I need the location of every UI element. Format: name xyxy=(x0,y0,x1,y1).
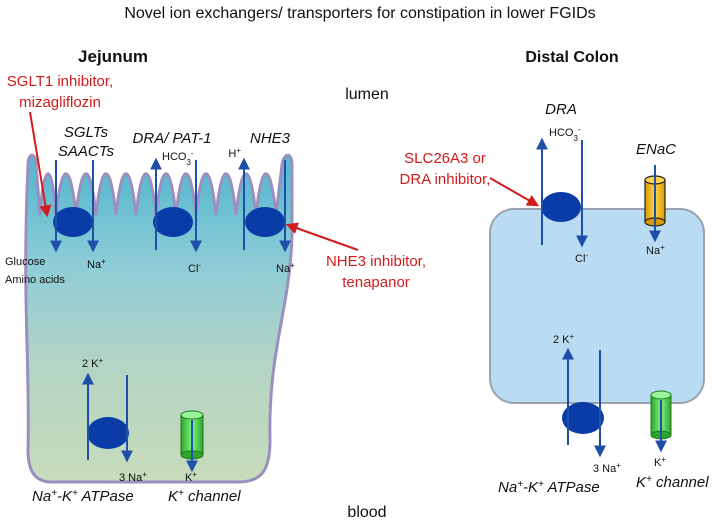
nhe3-transporter xyxy=(245,207,285,237)
2k-ion-colon: 2 K+ xyxy=(553,332,575,347)
figure-title: Novel ion exchangers/ transporters for c… xyxy=(124,5,595,22)
na-k-atpase-colon xyxy=(562,402,604,434)
na-k-atpase-jejunum xyxy=(87,417,129,449)
nhe3-inhibitor-line1: NHE3 inhibitor, xyxy=(326,253,426,270)
sglt-transporter xyxy=(53,207,93,237)
k-channel-label-jejunum: K+ channel xyxy=(168,488,241,506)
sglt1-inhibitor-line2: mizagliflozin xyxy=(19,94,101,111)
dra-label-colon: DRA xyxy=(545,101,577,118)
na-k-atpase-label-jejunum: Na+-K+ ATPase xyxy=(32,488,134,506)
3na-ion-colon: 3 Na+ xyxy=(593,461,621,476)
hco3-ion-jejunum: HCO3- xyxy=(162,149,194,167)
nhe3-inhibitor-arrow xyxy=(285,222,359,251)
na-k-atpase-label-colon: Na+-K+ ATPase xyxy=(498,479,600,497)
saacts-label: SAACTs xyxy=(58,143,115,160)
3na-ion-jejunum: 3 Na+ xyxy=(119,470,147,485)
amino-acids-ion: Amino acids xyxy=(5,274,65,286)
blood-label: blood xyxy=(347,504,386,521)
enac-label: ENaC xyxy=(636,141,676,158)
na-ion-jejunum-2: Na+ xyxy=(276,261,295,276)
nhe3-inhibitor-line2: tenapanor xyxy=(342,274,410,291)
cl-ion-colon: Cl- xyxy=(575,251,588,266)
jejunum-cell xyxy=(24,153,294,484)
nhe3-label: NHE3 xyxy=(250,130,291,147)
dra-inhibitor-line2: DRA inhibitor, xyxy=(400,171,491,188)
k-channel-label-colon: K+ channel xyxy=(636,474,709,492)
dra-inhibitor-line1: SLC26A3 or xyxy=(404,150,486,167)
dra-pat1-transporter xyxy=(153,207,193,237)
h-ion: H+ xyxy=(228,146,241,161)
k-ion-colon: K+ xyxy=(654,455,666,470)
dra-transporter-colon xyxy=(541,192,581,222)
cl-ion-jejunum: Cl- xyxy=(188,261,201,276)
sglts-label: SGLTs xyxy=(64,124,109,141)
sglt1-inhibitor-arrow xyxy=(29,111,52,218)
dra-pat1-label: DRA/ PAT-1 xyxy=(133,130,212,147)
hco3-ion-colon: HCO3- xyxy=(549,125,581,143)
lumen-label: lumen xyxy=(345,86,389,103)
dra-inhibitor-arrow xyxy=(489,177,540,207)
glucose-ion: Glucose xyxy=(5,256,45,268)
colon-cell xyxy=(489,208,705,404)
jejunum-heading: Jejunum xyxy=(78,47,148,66)
colon-heading: Distal Colon xyxy=(525,49,618,66)
sglt1-inhibitor-line1: SGLT1 inhibitor, xyxy=(7,73,113,90)
2k-ion-jejunum: 2 K+ xyxy=(82,356,104,371)
